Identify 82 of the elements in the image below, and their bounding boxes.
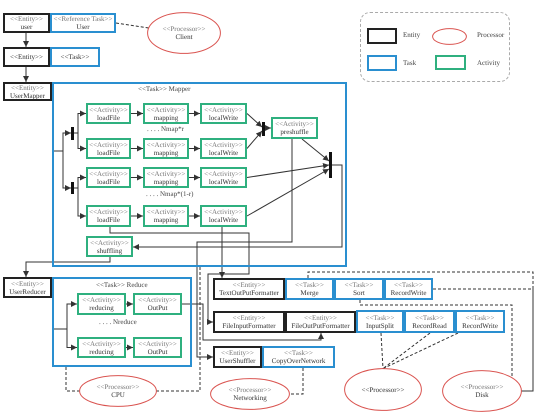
arrow — [302, 138, 330, 162]
processor-ellipse — [147, 12, 221, 54]
task-box — [384, 278, 433, 300]
arrow — [130, 174, 144, 180]
arrow — [246, 130, 262, 149]
dashed-connector — [432, 288, 534, 392]
activity-box — [143, 103, 189, 124]
activity-box — [133, 337, 182, 358]
processor-ellipse — [344, 368, 422, 411]
dashed-connector — [116, 22, 150, 28]
activity-box — [86, 236, 133, 257]
task-box — [285, 278, 334, 300]
activity-box — [86, 205, 131, 227]
task-box — [50, 47, 100, 67]
arrow — [130, 146, 144, 152]
entity-box — [213, 346, 262, 368]
arrow — [246, 113, 262, 128]
sync-bar — [262, 122, 265, 136]
entity-box — [285, 311, 356, 333]
activity-box — [77, 293, 126, 315]
arrow — [264, 125, 272, 131]
arrow — [23, 32, 29, 48]
entity-box — [3, 82, 52, 101]
processor-ellipse — [79, 375, 157, 407]
sync-bar — [329, 152, 332, 178]
arrow — [130, 213, 144, 219]
arrow — [188, 174, 200, 180]
entity-box — [213, 311, 285, 333]
task-box — [455, 310, 505, 333]
sync-bar — [71, 182, 74, 194]
arrow — [23, 256, 110, 278]
arrow — [132, 164, 342, 250]
processor-ellipse — [442, 370, 522, 412]
arrow — [246, 168, 330, 216]
dashed-connector — [382, 332, 458, 370]
activity-box — [143, 167, 189, 188]
arrow — [130, 110, 144, 116]
dashed-connector — [382, 332, 430, 370]
entity-box — [213, 278, 285, 300]
task-container — [52, 277, 192, 367]
task-box — [334, 278, 384, 300]
entity-box — [3, 277, 52, 298]
activity-box — [77, 337, 126, 358]
arrow — [196, 138, 292, 360]
dashed-connector — [308, 272, 534, 392]
arrow — [126, 344, 134, 350]
arrow — [126, 301, 134, 307]
activity-box — [200, 103, 247, 124]
task-box — [356, 310, 404, 333]
arrow — [188, 146, 200, 152]
sync-bar — [71, 127, 74, 140]
arrow — [54, 328, 78, 350]
arrow — [54, 150, 72, 191]
arrow — [23, 66, 29, 82]
activity-box — [271, 117, 318, 139]
arrow — [188, 110, 200, 116]
dashed-connector — [288, 368, 304, 394]
activity-box — [143, 138, 189, 159]
dashed-connector — [66, 366, 80, 392]
arrow — [74, 132, 86, 152]
activity-box — [133, 293, 182, 315]
task-box — [404, 310, 455, 333]
dashed-connector — [156, 266, 200, 392]
activity-box — [200, 167, 247, 188]
activity-box — [86, 138, 131, 159]
task-box — [50, 13, 116, 33]
arrow — [110, 226, 250, 325]
activity-box — [143, 205, 189, 227]
arrow — [182, 304, 324, 340]
arrow — [188, 213, 200, 219]
activity-box — [86, 167, 131, 188]
task-box — [262, 346, 335, 368]
processor-ellipse — [210, 378, 290, 410]
entity-box — [3, 47, 50, 67]
activity-box — [86, 103, 131, 124]
task-container — [52, 82, 347, 267]
activity-box — [200, 205, 247, 227]
dashed-connector — [360, 300, 512, 378]
activity-box — [200, 138, 247, 159]
arrow — [246, 162, 330, 178]
arrow — [219, 226, 225, 278]
entity-box — [3, 13, 50, 33]
